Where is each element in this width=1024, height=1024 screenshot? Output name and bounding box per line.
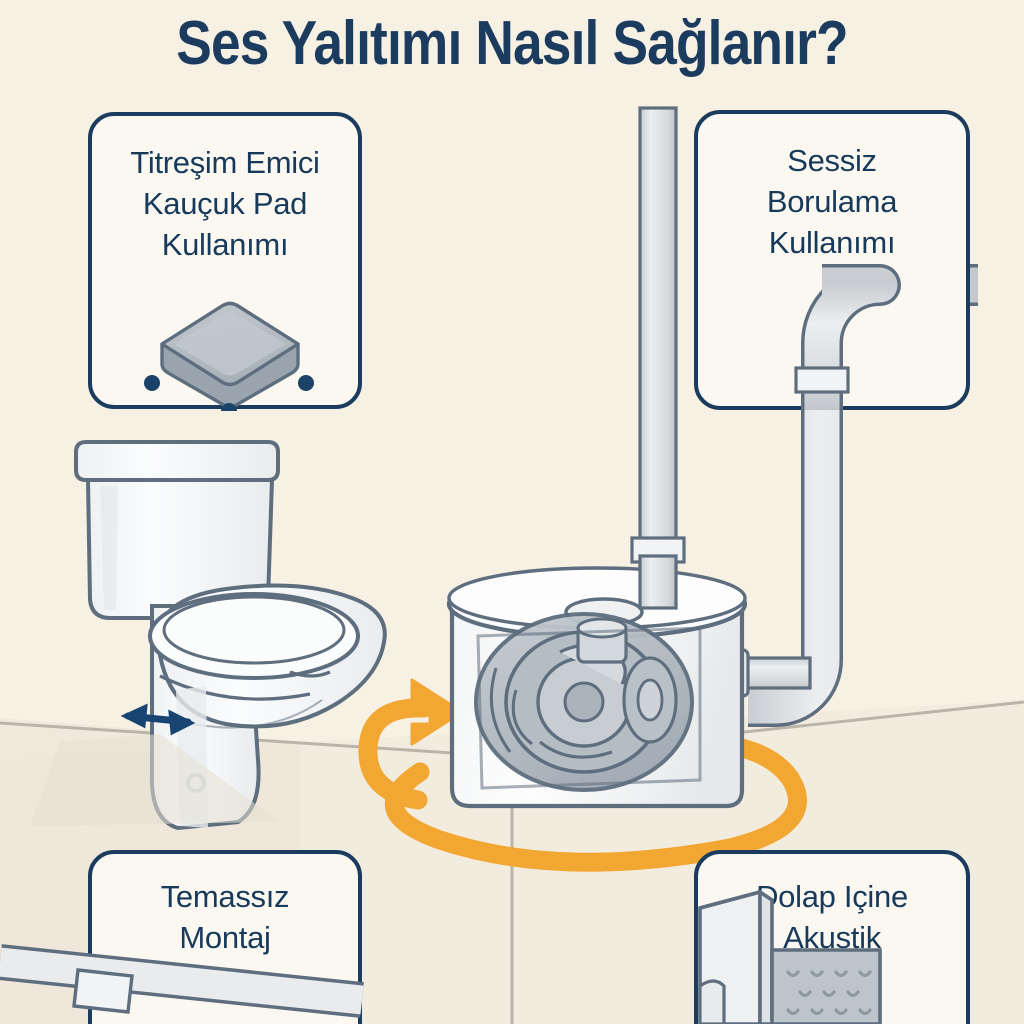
macerator-pump-illustration bbox=[446, 554, 812, 809]
card-bl-line-2: Montaj bbox=[179, 920, 271, 955]
card-tr-line-2: Borulama bbox=[766, 184, 898, 219]
card-contactless-mounting[interactable]: Temassız Montaj bbox=[88, 850, 362, 1024]
card-br-line-1: Dolap Içine bbox=[756, 879, 908, 914]
card-tl-text: Titreşim Emici Kauçuk Pad Kullanımı bbox=[92, 142, 358, 265]
card-tr-line-1: Sessiz bbox=[787, 143, 877, 178]
card-acoustic-foam-cabinet[interactable]: Dolap Içine Akustik Sünger bbox=[694, 850, 970, 1024]
orange-isolation-loop bbox=[384, 734, 807, 872]
card-bl-text: Temassız Montaj bbox=[92, 876, 358, 958]
page-title: Ses Yalıtımı Nasıl Sağlanır? bbox=[176, 9, 848, 78]
card-br-line-2: Akustik bbox=[783, 920, 881, 955]
pad-dot-left bbox=[144, 375, 160, 391]
card-vibration-rubber-pad[interactable]: Titreşim Emici Kauçuk Pad Kullanımı bbox=[88, 112, 362, 411]
card-br-text: Dolap Içine Akustik Sünger bbox=[698, 876, 966, 999]
vertical-vent-pipe bbox=[630, 106, 686, 580]
card-tl-line-2: Kauçuk Pad bbox=[142, 186, 308, 221]
pad-dot-bottom bbox=[221, 403, 237, 411]
card-bl-line-1: Temassız bbox=[160, 879, 290, 914]
wc-toilet-illustration bbox=[74, 440, 387, 831]
card-br-line-3: Sünger bbox=[782, 961, 882, 996]
pad-dot-right bbox=[298, 375, 314, 391]
double-headed-clearance-arrow bbox=[120, 703, 196, 736]
card-tl-line-1: Titreşim Emici bbox=[130, 145, 320, 180]
rubber-pad-icon bbox=[144, 301, 314, 411]
pump-motor-assembly bbox=[474, 612, 694, 792]
card-tl-line-3: Kullanımı bbox=[161, 227, 289, 262]
card-tr-line-3: Kullanımı bbox=[768, 225, 896, 260]
toilet-floor-shadow bbox=[30, 734, 280, 826]
card-silent-piping[interactable]: Sessiz Borulama Kullanımı bbox=[694, 110, 970, 410]
card-tr-text: Sessiz Borulama Kullanımı bbox=[698, 140, 966, 263]
